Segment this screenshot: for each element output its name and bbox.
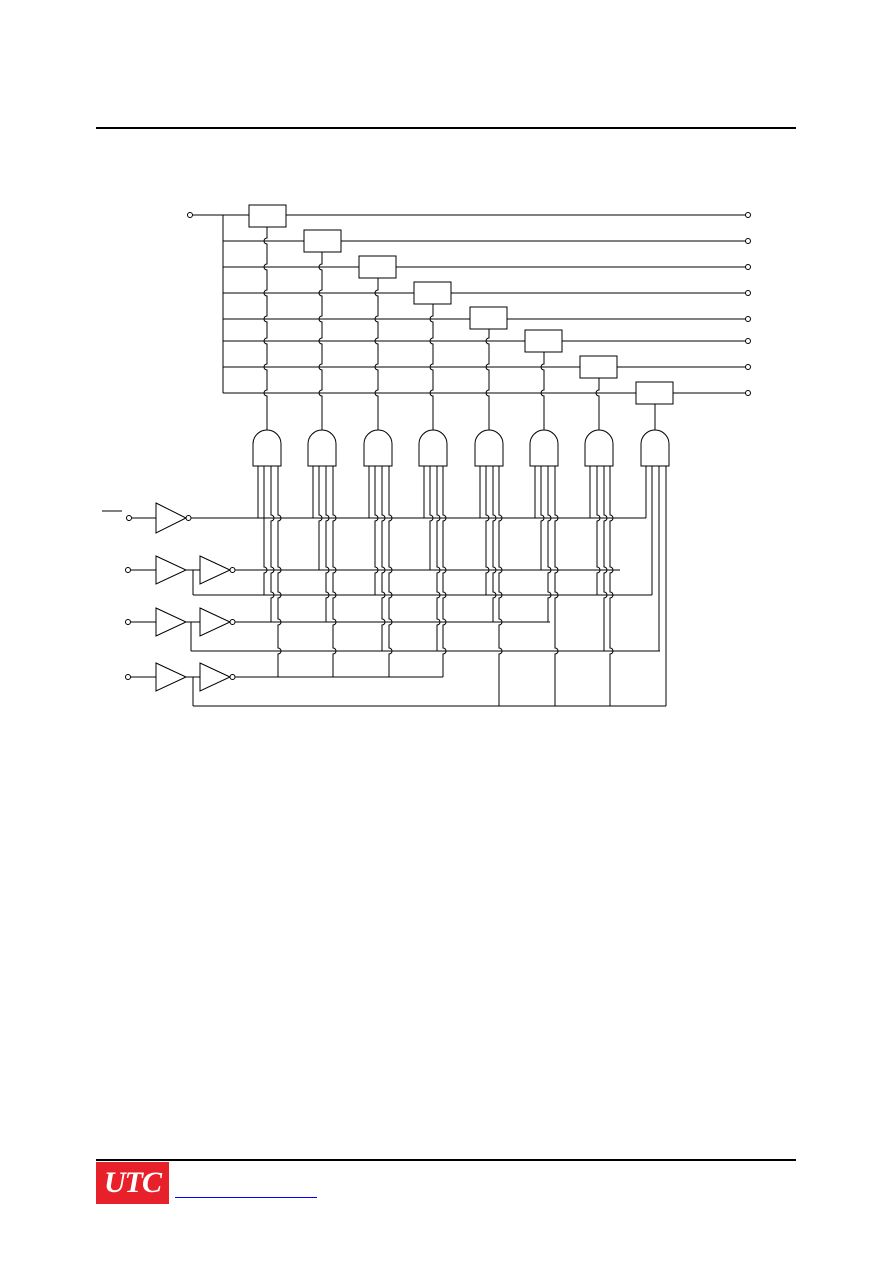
footer-rule [96, 1159, 796, 1161]
and-gate-4 [418, 429, 448, 467]
address-input-terminal-c [125, 674, 131, 680]
and-gates [252, 429, 670, 467]
and-gate-5 [474, 429, 504, 467]
flip-flop-7 [223, 355, 751, 379]
output-terminal-4 [745, 290, 751, 296]
flip-flop-4 [223, 281, 751, 305]
and-gate-3 [363, 429, 393, 467]
flip-flop-1 [248, 204, 751, 228]
and-gate-1 [252, 429, 282, 467]
output-terminal-2 [745, 238, 751, 244]
utc-logo: UTC [96, 1162, 169, 1204]
output-terminal-1 [745, 212, 751, 218]
output-terminal-5 [745, 316, 751, 322]
and-gate-8 [640, 429, 670, 467]
flip-flop-5 [223, 306, 751, 330]
enable-lines [263, 227, 656, 430]
flip-flop-2 [223, 229, 751, 253]
clock-input [187, 212, 249, 393]
website-link[interactable] [175, 1183, 317, 1198]
and-gate-6 [529, 429, 559, 467]
output-terminal-6 [745, 338, 751, 344]
and-gate-7 [584, 429, 614, 467]
gate-input-wiring [257, 466, 667, 706]
output-terminal-3 [745, 264, 751, 270]
input-buffers [102, 502, 666, 707]
header-rule [96, 127, 796, 129]
output-terminal-7 [745, 364, 751, 370]
flip-flop-8 [223, 381, 751, 405]
address-input-terminal-a [125, 567, 131, 573]
and-gate-2 [307, 429, 337, 467]
flip-flop-6 [223, 329, 751, 353]
address-input-terminal-b [125, 619, 131, 625]
utc-logo-text: UTC [99, 1166, 166, 1200]
flip-flop-3 [223, 255, 751, 279]
flip-flop-array [223, 204, 751, 405]
output-terminal-8 [745, 390, 751, 396]
enable-input-terminal [126, 515, 132, 521]
